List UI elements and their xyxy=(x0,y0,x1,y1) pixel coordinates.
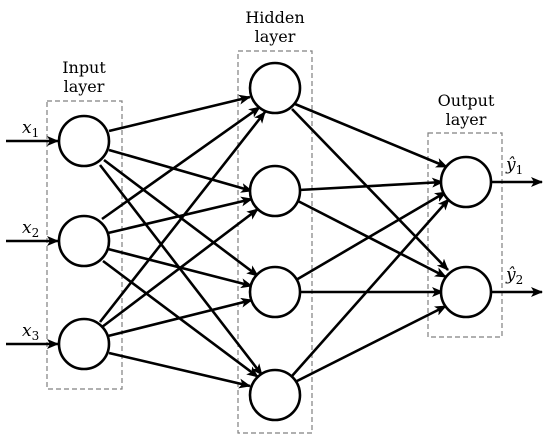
input-label-2-subscript: 2 xyxy=(32,226,40,240)
input-label-1-subscript: 1 xyxy=(32,126,40,140)
output-label-2: ŷ2 xyxy=(505,265,523,287)
input-layer-title-line1: Input xyxy=(62,58,106,77)
output-layer-title-line2: layer xyxy=(446,110,487,129)
input-label-1: x1 xyxy=(22,118,39,140)
edge-i1-h1 xyxy=(108,94,251,133)
output-label-1-subscript: 1 xyxy=(516,163,524,177)
edges-hidden-output xyxy=(291,102,450,384)
edge-h4-o1 xyxy=(291,198,450,377)
output-label-2-subscript: 2 xyxy=(516,273,524,287)
output-node-1 xyxy=(439,155,493,209)
edge-i2-h1 xyxy=(101,105,261,221)
input-label-3-subscript: 3 xyxy=(32,329,40,343)
edge-h1-o2 xyxy=(291,108,449,271)
hidden-node-3 xyxy=(248,265,302,319)
hidden-layer-box xyxy=(237,50,313,434)
hidden-node-1 xyxy=(248,61,302,115)
input-node-2 xyxy=(57,214,111,268)
hidden-layer-title-line1: Hidden xyxy=(245,8,304,27)
input-label-3: x3 xyxy=(22,321,39,343)
output-node-2 xyxy=(439,265,493,319)
edge-h3-o1 xyxy=(295,190,447,282)
edge-i1-h2 xyxy=(108,148,253,193)
output-layer-title-line1: Output xyxy=(438,91,495,110)
input-layer-box xyxy=(46,100,123,390)
edge-i3-h1 xyxy=(98,111,267,323)
input-label-1-symbol: x xyxy=(22,118,32,138)
input-label-2: x2 xyxy=(22,218,39,240)
hidden-layer-title-line2: layer xyxy=(255,27,296,46)
edge-i3-h3 xyxy=(107,297,253,338)
input-node-3 xyxy=(57,317,111,371)
output-label-1-symbol: ŷ xyxy=(505,155,516,175)
output-label-1: ŷ1 xyxy=(505,155,523,177)
input-label-3-symbol: x xyxy=(22,321,32,341)
edge-h2-o2 xyxy=(295,198,447,279)
input-layer-title-line2: layer xyxy=(64,77,105,96)
output-label-2-symbol: ŷ xyxy=(505,265,516,285)
edge-h4-o2 xyxy=(294,304,447,384)
input-label-2-symbol: x xyxy=(22,218,32,238)
edge-i2-h2 xyxy=(107,196,253,235)
input-node-1 xyxy=(57,114,111,168)
hidden-node-4 xyxy=(248,368,302,422)
edge-h2-o1 xyxy=(298,177,444,192)
edge-i3-h4 xyxy=(108,351,251,389)
edges-input-hidden xyxy=(98,94,267,389)
edge-i3-h2 xyxy=(101,207,259,329)
edge-h1-o1 xyxy=(294,102,448,169)
hidden-node-2 xyxy=(248,164,302,218)
output-layer-box xyxy=(427,132,503,338)
